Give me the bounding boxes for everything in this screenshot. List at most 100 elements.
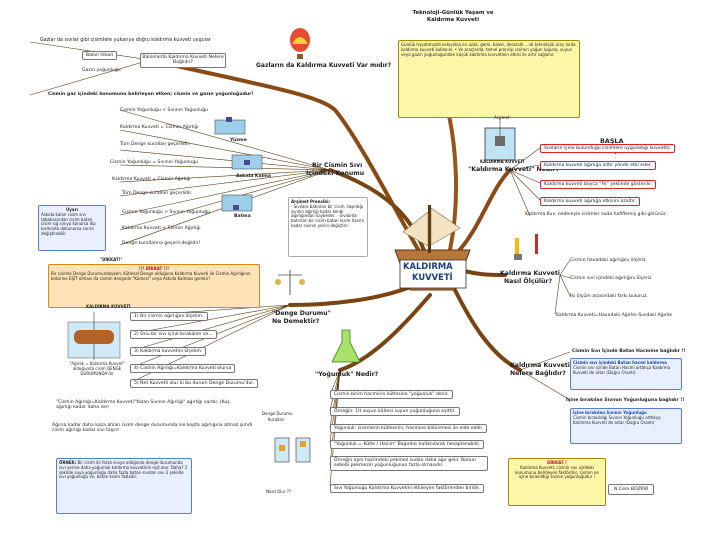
example-title: ÖRNEK: bbox=[59, 460, 77, 465]
liquid-row-6: Tüm Denge kuralları geçerlidir. bbox=[122, 191, 193, 196]
measure-branch-line1: Kaldırma Kuvveti bbox=[500, 270, 560, 277]
suspend-label: Askıda Kalma bbox=[236, 174, 272, 179]
factors-branch-line2: Nelere Bağlıdır? bbox=[510, 370, 566, 377]
factors-note-2: İçine bırakılan Sıvının Yoğunluğu Cismin… bbox=[570, 408, 682, 444]
what-is-row-1: Sıvıların içine bulunduğu cisimlere uygu… bbox=[540, 144, 676, 154]
liquid-branch-line2: İçindeki Konumu bbox=[306, 170, 365, 177]
tech-title: Teknoloji-Günlük Yaşam ve Kaldırma Kuvve… bbox=[412, 10, 494, 23]
example-text: Bir cisim ile farklı sıvıya aldığında de… bbox=[59, 460, 188, 480]
measure-branch-line2: Nasıl Ölçülür? bbox=[504, 278, 553, 285]
branch-density bbox=[338, 293, 432, 372]
balance-footer-2: Ağırsa kadar daha kaza ahlan cisim denge… bbox=[52, 423, 253, 434]
technology-note: Günlük hayatımızda kolaylıkla en azak, g… bbox=[398, 40, 580, 118]
archimedes-principle-text: - Sıvılara batırılan bir cisim, taşırdığ… bbox=[291, 203, 364, 228]
balance-footer: "Cismin Ağırlığı=Kaldırma Kuvveti"Yazan … bbox=[56, 400, 230, 411]
suspend-container-icon bbox=[231, 154, 263, 170]
balloon-factors: Balonlarda Kaldırma Kuvveti Nelere Bağlı… bbox=[140, 53, 226, 68]
float-label: Yüzme bbox=[230, 138, 247, 143]
branch-balance bbox=[288, 283, 417, 307]
measure-row-2: Cismin sıvı içindeki ağırlığını ölçeriz bbox=[570, 276, 652, 281]
branch-factors bbox=[453, 288, 522, 372]
balance-branch-line2: Ne Demektir? bbox=[272, 318, 320, 325]
ship-illustration bbox=[394, 205, 471, 291]
spring-scale-icon bbox=[514, 234, 538, 260]
density-row-2: Örneğin: 1lt suyun kütlesi suyun yoğunlu… bbox=[330, 407, 460, 417]
density-row-5: Örneğin aynı hacimdeki pekmez sudan daha… bbox=[330, 456, 488, 471]
warning-heading: !!! DİKKAT !!! bbox=[138, 266, 170, 271]
archimedes-caption: KALDIRMA KUVVETİ bbox=[480, 159, 525, 164]
liquid-side-note: Uyarı Askıda kalan cisim sıvı tabakasınd… bbox=[38, 205, 106, 251]
scale-icon bbox=[275, 270, 305, 295]
flask-icon bbox=[331, 329, 361, 363]
measure-row-4: Kaldırma Kuvveti=Havadaki Ağırlık–Sıvıda… bbox=[556, 313, 673, 318]
factors-row-1: Cismin Sıvı İçinde Batan Hacmine bağlıdı… bbox=[572, 349, 686, 354]
archimedes-principle-note: Arşimet Prensibi: - Sıvılara batırılan b… bbox=[288, 197, 368, 257]
what-is-row-2: Kaldırma kuvveti ağırlığa zıttır yönde e… bbox=[540, 161, 656, 171]
liquid-row-3: Tüm Denge kuralları geçerlidir. bbox=[120, 142, 191, 147]
how-label: Nasıl Olur ?? bbox=[266, 489, 291, 494]
author-signature: N.Cem BOZKIR bbox=[608, 484, 655, 496]
center-title-line2: KUVVETİ bbox=[412, 272, 453, 282]
density-row-1: Cismin birim hacminin kütlesine "yoğunlu… bbox=[330, 390, 453, 400]
factors-note-2-text: Cismin bırakıldığı Sıvının Yoğunluğu art… bbox=[573, 414, 661, 425]
balance-step-4: 4) Cismin Ağırlığı=Kaldırma Kuvveti olur… bbox=[130, 364, 236, 374]
balloon-label: Balon İdeali bbox=[82, 51, 117, 61]
density-branch: "Yoğunluk" Nedir? bbox=[315, 371, 379, 378]
archimedes-beaker-icon bbox=[484, 118, 516, 161]
start-label: BAŞLA bbox=[600, 137, 624, 145]
floating-log-illustration bbox=[67, 312, 121, 360]
branch-what-is bbox=[453, 168, 512, 257]
warning-title: "DİKKAT!" bbox=[100, 257, 123, 262]
branch-measure bbox=[458, 268, 507, 277]
factors-branch-line1: Kaldırma Kuvveti bbox=[510, 362, 570, 369]
warning-box: !!! DİKKAT !!! Bir cisimle Denge Durumun… bbox=[48, 264, 260, 308]
balance-step-2: 2) Onu bir sıvı içine bırakalım ve... bbox=[130, 330, 217, 340]
measure-row-3: İki ölçüm arasındaki farkı buluruz. bbox=[570, 294, 648, 299]
liquid-row-5: Kaldırma Kuvveti = Cismin Ağırlığı bbox=[112, 177, 191, 182]
what-is-row-4: Kaldırma kuvveti ağırlığa etkisini azalt… bbox=[540, 197, 640, 207]
gas-header: Gazlar da sıvılar gibi cisimlere yukarıy… bbox=[40, 38, 211, 43]
factors-note-1: Cismin sıvı içindeki Batan hacmi kaldırm… bbox=[570, 358, 682, 390]
measure-row-1: Cismin havadaki ağırlığını ölçeriz bbox=[570, 258, 646, 263]
liquid-row-9: Denge kurallarına geçerli değildir! bbox=[122, 241, 201, 246]
what-is-row-5: Kaldırma Kuv. nedeniyle cisimler suda ha… bbox=[525, 212, 667, 217]
sink-label: Batma bbox=[234, 214, 251, 219]
balloon-icon bbox=[290, 28, 310, 59]
gas-footer: Cismin gaz içindeki konumunu belirleyen … bbox=[48, 92, 254, 97]
balance-rules-label-2: Kuralları bbox=[268, 417, 285, 422]
branch-gas bbox=[148, 58, 432, 272]
example-note: ÖRNEK: Bir cisim ile farklı sıvıya aldığ… bbox=[56, 458, 192, 514]
liquid-branch-line1: Bir Cismin Sıvı bbox=[312, 162, 363, 169]
archimedes-principle-title: Arşimet Prensibi: bbox=[291, 199, 331, 204]
gas-density: Gazın yoğunluğu bbox=[82, 68, 121, 73]
balance-branch-line1: "Denge Durumu" bbox=[272, 310, 331, 317]
liquid-row-2: Kaldırma Kuvveti = Cismin Ağırlığı bbox=[120, 125, 199, 130]
density-row-6: Sıvı Yoğunluğu Kaldırma Kuvvetini etkile… bbox=[330, 484, 484, 494]
liquid-row-8: Kaldırma Kuvveti < Cismin Ağırlığı bbox=[122, 226, 201, 231]
liquid-side-note-text: Askıda kalan cisim sıvı tabakasından cis… bbox=[41, 211, 96, 236]
balance-caption: "Ağırlık = Kaldırma Kuvvet" olduğunda ci… bbox=[69, 361, 125, 376]
factors-warning-text: Kaldırma Kuvveti; cismin sıvı içindeki k… bbox=[515, 464, 599, 480]
factors-warning-title: DİKKAT ! bbox=[547, 460, 567, 465]
balance-step-1: 1) Bir cismin ağırlığını ölçelim. bbox=[130, 312, 208, 322]
log-image-label: KALDIRMA KUVVETİ bbox=[86, 304, 131, 309]
sink-container-icon bbox=[221, 194, 253, 212]
factors-note-2-title: İçine bırakılan Sıvının Yoğunluğu bbox=[573, 410, 647, 415]
density-row-3: Yoğunluk: cisimlerin kütlesinin, hacmine… bbox=[330, 424, 488, 434]
balance-rules-label-1: Denge Durumu bbox=[262, 411, 293, 416]
factors-note-1-title: Cismin sıvı içindeki Batan hacmi kaldırm… bbox=[573, 360, 667, 365]
archimedes-label: Arşimet bbox=[494, 115, 510, 120]
balance-step-5: 5) Net Kuvvetli olur ki bu durum Denge D… bbox=[130, 379, 259, 389]
gas-branch-title: Gazların da Kaldırma Kuvveti Var mıdır? bbox=[256, 62, 392, 69]
density-row-4: "Yoğunluk = Kütle / Hacim" Bağıntısı kul… bbox=[330, 440, 485, 450]
factors-note-1-text: Cismin sıvı içinde Batan Hacmi arttıkça … bbox=[573, 364, 671, 375]
liquid-side-note-title: Uyarı bbox=[66, 207, 78, 212]
what-is-branch: "Kaldırma Kuvveti" Nedir? bbox=[468, 166, 560, 173]
what-is-row-3: Kaldırma kuvveti boyca "Fk" şeklinde gös… bbox=[540, 180, 657, 190]
factors-row-2: İçine bırakılan Sıvının Yoğunluğuna bağl… bbox=[566, 398, 685, 403]
factors-warning: DİKKAT ! Kaldırma Kuvveti; cismin sıvı i… bbox=[508, 458, 606, 506]
float-container-icon bbox=[214, 117, 246, 135]
liquid-row-4: Cismin Yoğunluğu = Sıvının Yoğunluğu bbox=[110, 160, 199, 165]
liquid-row-7: Cismin Yoğunluğu > Sıvının Yoğunluğu bbox=[122, 210, 211, 215]
